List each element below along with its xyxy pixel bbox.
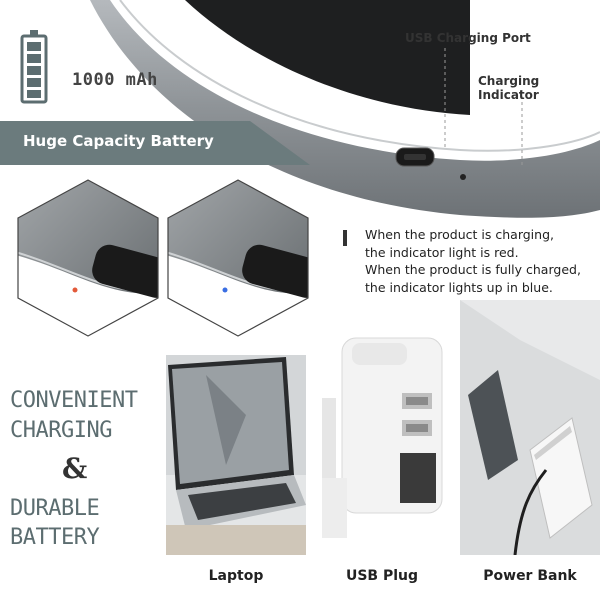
side-title-line3: DURABLE xyxy=(10,496,100,521)
capacity-banner-title: Huge Capacity Battery xyxy=(23,132,214,150)
battery-capacity-label: 1000 mAh xyxy=(72,70,158,90)
laptop-photo xyxy=(166,355,306,555)
side-title-line4: BATTERY xyxy=(10,525,100,550)
side-title-line2: CHARGING xyxy=(10,418,112,443)
info-marker xyxy=(343,230,347,246)
usb-port-callout: USB Charging Port xyxy=(405,31,531,45)
info-line: When the product is charging, xyxy=(365,227,554,242)
led-blue-icon xyxy=(222,287,228,293)
side-title-line1: CONVENIENT xyxy=(10,388,138,413)
caption-usb-plug: USB Plug xyxy=(345,568,419,584)
caption-power-bank: Power Bank xyxy=(483,568,577,584)
usb-plug-photo xyxy=(312,318,452,555)
power-bank-photo xyxy=(460,300,600,555)
closeup-charged-blue xyxy=(168,180,308,336)
indicator-callout: Charging Indicator xyxy=(478,74,540,102)
caption-laptop: Laptop xyxy=(208,568,264,584)
side-title-amp: & xyxy=(62,452,88,485)
info-line: the indicator lights up in blue. xyxy=(365,279,553,295)
battery-icon xyxy=(20,30,48,104)
product-ring-illustration xyxy=(0,0,600,218)
indicator-info: When the product is charging, the indica… xyxy=(365,226,595,296)
info-line: the indicator light is red. xyxy=(365,244,519,260)
info-line: When the product is fully charged, xyxy=(365,262,581,277)
capacity-banner xyxy=(0,121,310,165)
closeup-charging-red xyxy=(18,180,158,336)
closeup-group xyxy=(17,179,309,337)
led-red-icon xyxy=(72,287,78,293)
